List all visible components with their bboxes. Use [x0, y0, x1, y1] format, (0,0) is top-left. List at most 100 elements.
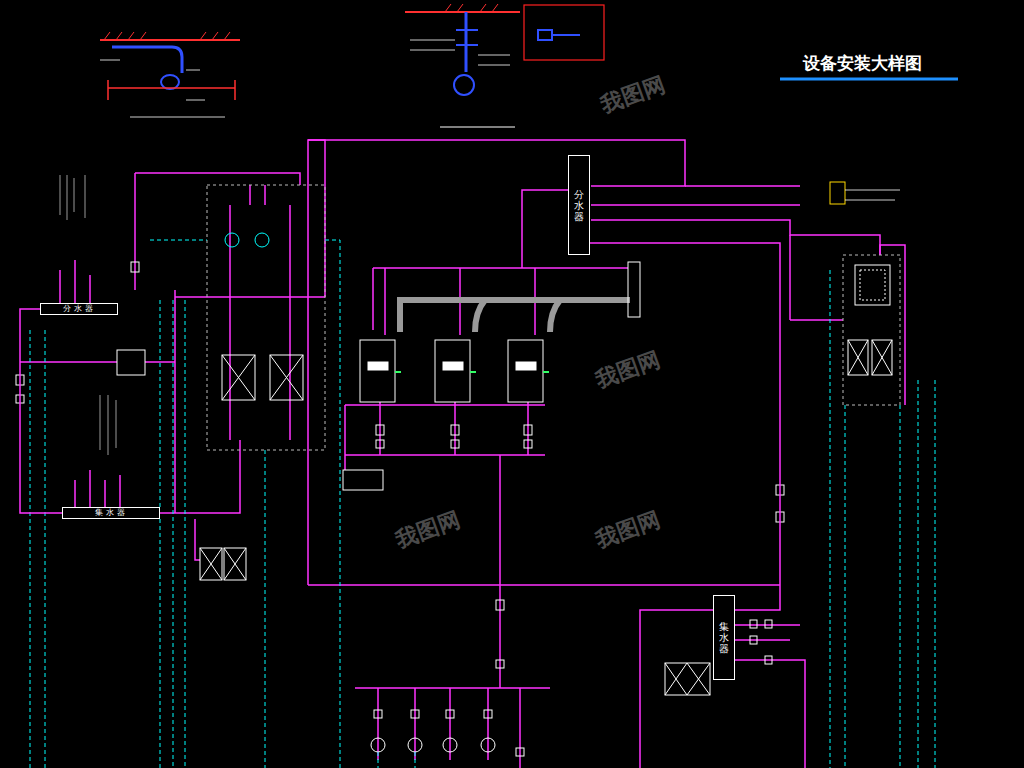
drawing-rect [524, 425, 532, 435]
drawing-rect [516, 748, 524, 756]
drawing-rect [496, 660, 504, 668]
drawing-rect [872, 340, 892, 375]
drawing-path [848, 340, 868, 375]
drawing-path [445, 4, 498, 12]
drawing-rect [765, 656, 772, 664]
drawing-rect [524, 440, 532, 448]
drawing-path [410, 40, 510, 65]
drawing-rect [496, 600, 504, 610]
drawing-path [270, 355, 303, 400]
drawing-rect [855, 265, 890, 305]
drawing-path [224, 548, 246, 580]
pumps [371, 485, 784, 756]
drawing-path [60, 175, 116, 455]
drawing-path [538, 30, 580, 40]
drawing-path [405, 11, 520, 13]
drawing-rect [376, 425, 384, 435]
drawing-rect [200, 548, 222, 580]
drawing-path [373, 267, 628, 269]
drawing-path [130, 117, 225, 118]
drawing-rect [508, 340, 543, 402]
drawing-path [845, 190, 900, 200]
drawing-path [222, 355, 255, 400]
drawing-rect [360, 340, 395, 402]
drawing-circle [255, 233, 269, 247]
drawing-rect [131, 262, 139, 272]
equipment-label: 集水器 [719, 621, 729, 654]
drawing-rect [343, 470, 383, 490]
drawing-path [456, 30, 478, 45]
drawing-path [640, 610, 805, 768]
drawing-circle [443, 738, 457, 752]
drawing-rect [860, 270, 885, 300]
drawing-path [830, 270, 935, 768]
drawing-path [60, 260, 90, 303]
drawing-rect [368, 362, 388, 370]
drawing-rect [750, 636, 757, 644]
drawing-rect [411, 710, 419, 718]
drawing-rect [665, 663, 710, 695]
distributor-box: 分水器 [40, 303, 118, 315]
equipment-label: 分水器 [63, 304, 96, 314]
fan-coil-detail [405, 4, 604, 127]
drawing-circle [371, 738, 385, 752]
collector-box: 集水器 [713, 595, 735, 680]
cyan-return-lines [30, 233, 935, 768]
drawing-path [112, 47, 182, 73]
drawing-path [150, 240, 340, 768]
drawing-path [200, 548, 222, 580]
drawing-path [378, 752, 415, 768]
pipe-network [20, 140, 905, 768]
watermark: 我图网 [392, 505, 464, 556]
drawing-path [100, 39, 240, 41]
drawing-rect [376, 440, 384, 448]
drawing-rect [516, 362, 536, 370]
drawing-circle [454, 75, 474, 95]
drawing-path [108, 80, 235, 100]
drawing-circle [408, 738, 422, 752]
drawing-path [440, 127, 515, 128]
left-equipment [16, 175, 325, 580]
drawing-rect [830, 182, 845, 204]
drawing-path [308, 140, 685, 585]
drawing-path [880, 245, 905, 405]
right-equipment [665, 182, 900, 695]
ceiling-detail [100, 32, 240, 117]
drawing-rect [765, 620, 772, 628]
drawing-ellipse [161, 75, 179, 89]
drawing-rect [117, 350, 145, 375]
drawing-rect [484, 710, 492, 718]
drawing-rect [443, 362, 463, 370]
watermark: 我图网 [597, 70, 669, 121]
drawing-path [104, 32, 230, 40]
drawing-path [550, 300, 560, 332]
watermark: 我图网 [592, 345, 664, 396]
watermark: 我图网 [592, 505, 664, 556]
drawing-rect [451, 440, 459, 448]
drawing-path [308, 584, 780, 586]
sheet-title: 设备安装大样图 [803, 52, 922, 75]
drawing-path [790, 235, 843, 320]
collector-box: 集水器 [62, 507, 160, 519]
drawing-rect [628, 262, 640, 317]
drawing-rect [435, 340, 470, 402]
drawing-rect [374, 710, 382, 718]
drawing-path [522, 190, 568, 268]
drawing-circle [225, 233, 239, 247]
drawing-path [665, 663, 710, 695]
drawing-path [100, 60, 205, 100]
drawing-path [308, 140, 325, 297]
equipment-label: 集水器 [95, 508, 128, 518]
drawing-path [345, 402, 545, 455]
drawing-path [475, 300, 485, 332]
drawing-path [20, 361, 175, 363]
drawing-rect [524, 5, 604, 60]
equipment-label: 分水器 [574, 189, 584, 222]
drawing-rect [224, 548, 246, 580]
drawing-rect [222, 355, 255, 400]
drawing-path [395, 371, 549, 373]
drawing-path [230, 185, 290, 440]
